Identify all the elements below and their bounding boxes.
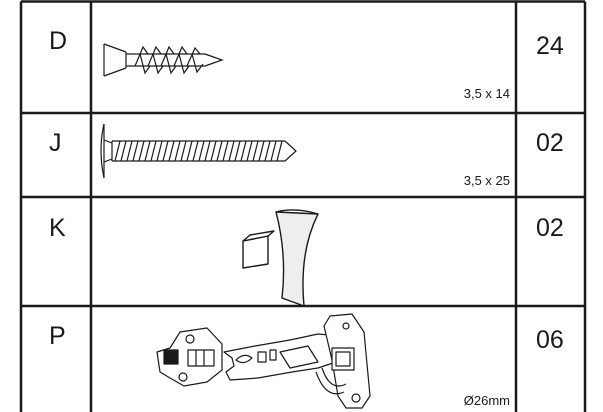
row-p-quantity: 06 — [536, 326, 564, 354]
pan-head-long-screw-icon — [100, 123, 297, 179]
row-p-size: Ø26mm — [463, 393, 510, 408]
row-j-quantity: 02 — [536, 129, 564, 157]
row-d-quantity: 24 — [536, 32, 564, 60]
row-j-code: J — [49, 129, 62, 157]
row-d-code: D — [49, 27, 68, 55]
row-p-code: P — [49, 322, 66, 350]
row-j-size: 3,5 x 25 — [463, 173, 510, 188]
row-k-quantity: 02 — [536, 214, 564, 242]
countersunk-wood-screw-icon — [103, 43, 224, 77]
row-d-size: 3,5 x 14 — [463, 86, 510, 101]
concealed-hinge-icon — [156, 313, 371, 409]
row-k-code: K — [49, 214, 66, 242]
cabinet-knob-icon — [242, 209, 319, 307]
